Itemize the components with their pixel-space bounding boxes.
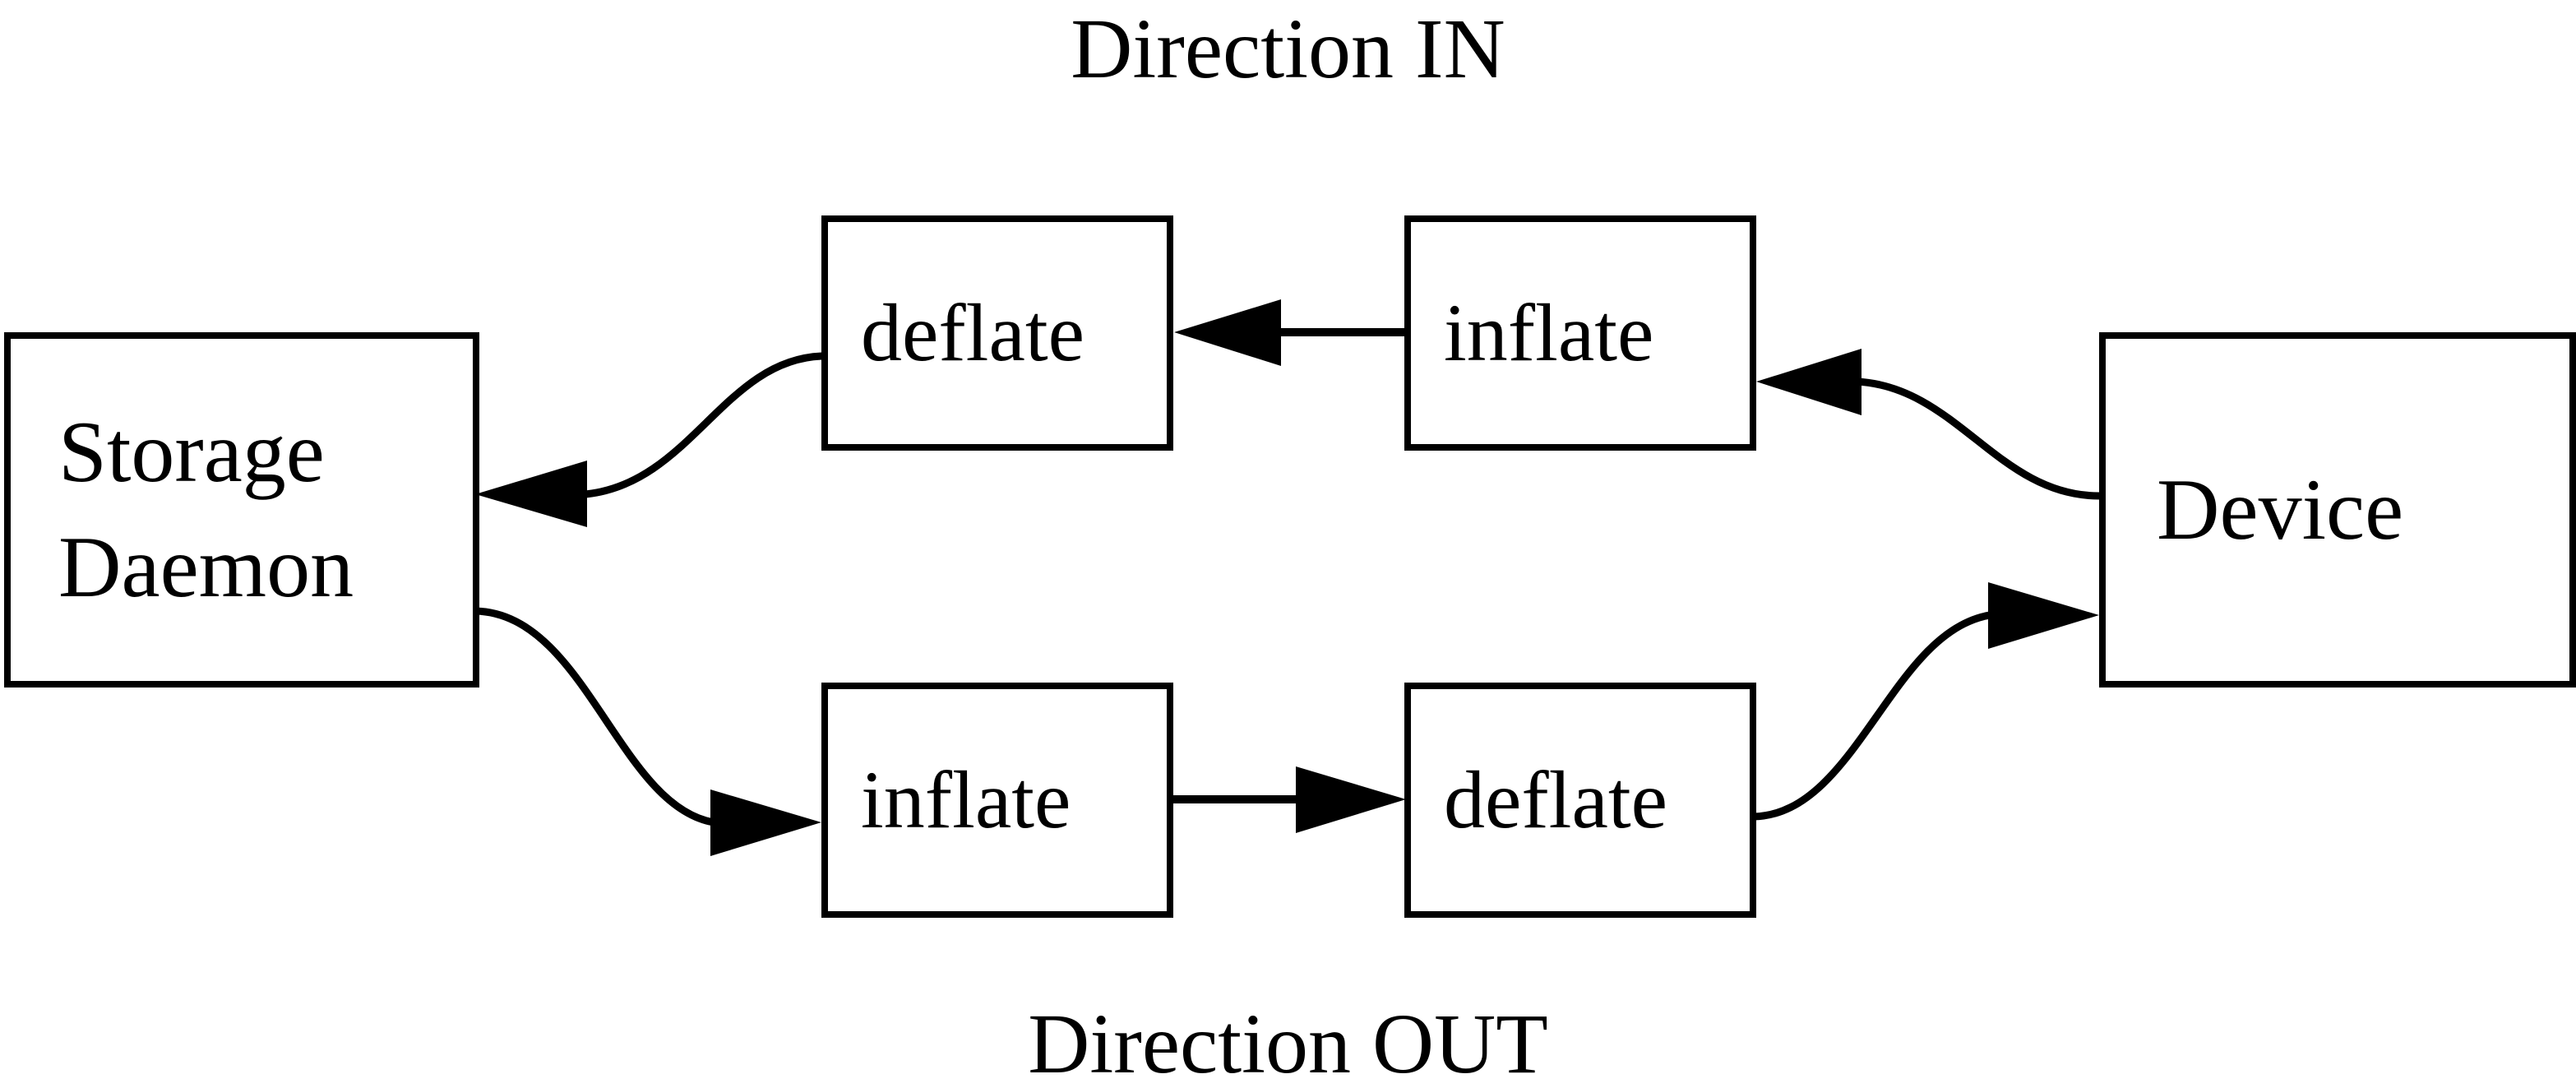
- node-storage-daemon-label-line1: Storage: [58, 404, 325, 501]
- node-inflate-out-label: inflate: [861, 754, 1071, 845]
- node-deflate-out-label: deflate: [1444, 754, 1668, 845]
- node-inflate-in-label: inflate: [1444, 287, 1654, 378]
- node-deflate-in-label: deflate: [861, 287, 1085, 378]
- edge-inflate-out-to-deflate-out: [1172, 766, 1406, 833]
- edge-inflate-in-to-deflate-in: [1174, 299, 1404, 366]
- node-inflate-in[interactable]: inflate: [1404, 215, 1756, 451]
- node-deflate-out[interactable]: deflate: [1404, 683, 1756, 918]
- node-deflate-in[interactable]: deflate: [821, 215, 1173, 451]
- edge-deflate-in-to-storage-daemon: [475, 352, 826, 527]
- node-device-label: Device: [2157, 461, 2404, 558]
- direction-out-label: Direction OUT: [1028, 997, 1548, 1088]
- node-device[interactable]: Device: [2099, 332, 2576, 688]
- edge-storage-daemon-to-inflate-out: [471, 607, 821, 856]
- edge-device-to-inflate-in: [1756, 349, 2103, 500]
- node-storage-daemon[interactable]: Storage Daemon: [4, 332, 479, 688]
- node-inflate-out[interactable]: inflate: [821, 683, 1173, 918]
- edge-deflate-out-to-device: [1750, 582, 2099, 821]
- node-storage-daemon-label-line2: Daemon: [58, 519, 354, 615]
- direction-in-label: Direction IN: [1071, 2, 1505, 96]
